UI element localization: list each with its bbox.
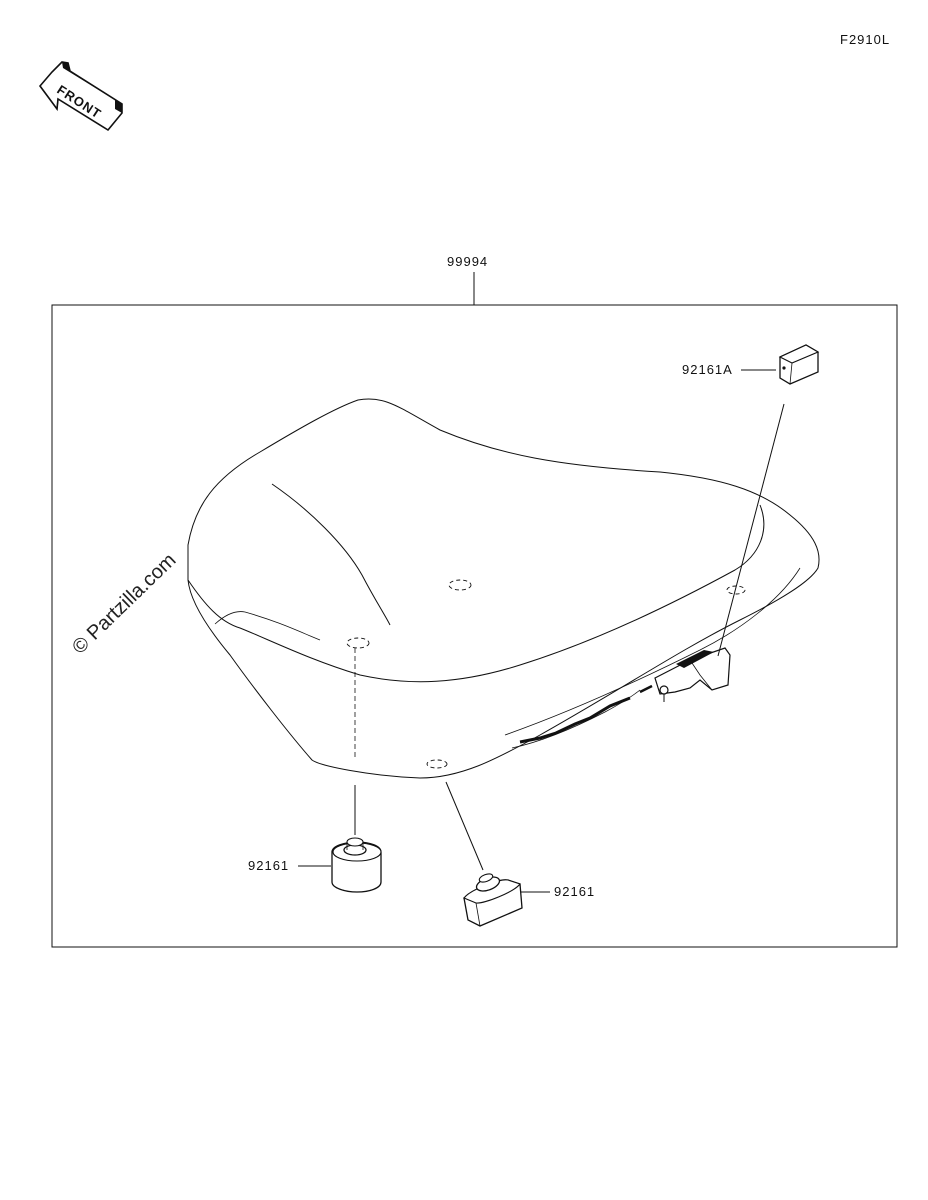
mount-hole-center <box>448 579 472 591</box>
part-label-grommet-right: 92161 <box>554 884 595 899</box>
mount-hole-left <box>346 637 370 649</box>
part-label-grommet-a: 92161A <box>682 362 733 377</box>
leader-grommet-a-fit <box>717 403 785 657</box>
fit-line-right <box>445 781 484 871</box>
watermark: © Partzilla.com <box>68 549 180 658</box>
seat-side-line <box>214 611 321 641</box>
mount-hole-front <box>426 759 448 769</box>
grommet-a-part: 92161A <box>682 344 820 657</box>
part-label-grommet-left: 92161 <box>248 858 289 873</box>
seat-contour-line <box>271 483 391 626</box>
part-label-assembly: 99994 <box>447 254 488 269</box>
figure-code: F2910L <box>840 32 890 47</box>
grommet-left-part: 92161 <box>248 648 382 893</box>
seat-lower-edge <box>504 567 801 736</box>
seat-top-edge <box>187 504 765 683</box>
seat-base-shadow <box>519 696 631 744</box>
seat <box>187 398 820 779</box>
latch-bracket <box>639 647 731 702</box>
seat-outline <box>187 398 820 779</box>
assembly-frame <box>51 304 898 948</box>
front-arrow-icon: FRONT <box>38 61 123 132</box>
grommet-right-part: 92161 <box>445 781 595 927</box>
